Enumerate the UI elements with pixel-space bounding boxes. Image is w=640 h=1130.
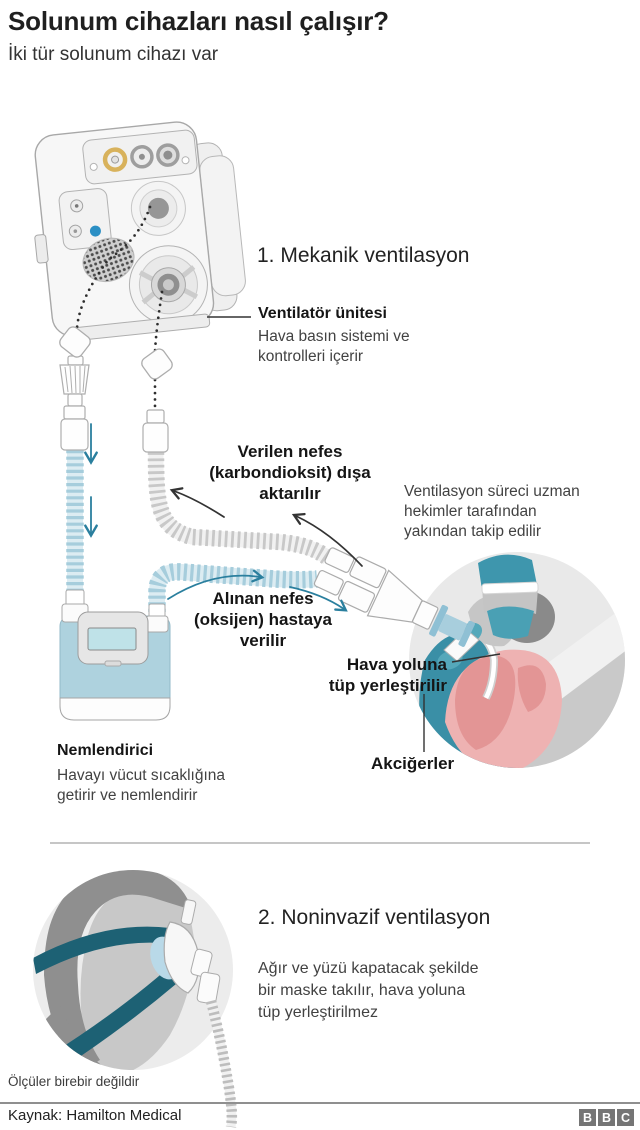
power-dot-icon <box>89 225 101 237</box>
humidifier-screen <box>87 627 137 651</box>
bbc-logo-letter: B <box>598 1109 615 1126</box>
breathing-circuit-tubes <box>66 450 334 612</box>
mask-illustration <box>33 870 238 1128</box>
exhale-label: Verilen nefes (karbondioksit) dışa aktar… <box>209 442 371 504</box>
lungs-label: Akciğerler <box>371 754 455 773</box>
airway-label: Hava yoluna tüp yerleştirilir <box>328 655 447 696</box>
bbc-logo-letter: C <box>617 1109 634 1126</box>
bbc-logo: B B C <box>579 1109 634 1126</box>
section1-heading: 1. Mekanik ventilasyon <box>257 244 470 267</box>
exhale-arrow-icon-left <box>169 487 225 518</box>
nose-mask-shape <box>163 921 200 994</box>
elbow-connectors <box>59 326 173 380</box>
page-title: Solunum cihazları nasıl çalışır? <box>8 6 389 36</box>
doctor-cap-shape <box>478 554 538 590</box>
section2-desc: Ağır ve yüzü kapatacak şekilde bir maske… <box>258 960 479 1022</box>
dotted-connection-lines <box>75 205 164 412</box>
section-divider <box>50 842 590 844</box>
patient-illustration <box>409 552 625 768</box>
source-credit: Kaynak: Hamilton Medical <box>8 1107 182 1124</box>
monitoring-note: Ventilasyon süreci uzman hekimler tarafı… <box>404 483 580 541</box>
humidifier-illustration <box>59 589 171 721</box>
section2-heading: 2. Noninvazif ventilasyon <box>258 906 491 929</box>
inhale-arrow-icon-left <box>167 569 265 600</box>
hair-shape <box>44 870 192 1070</box>
inhale-label: Alınan nefes (oksijen) hastaya verilir <box>194 589 332 651</box>
mask-tube-shape <box>205 999 238 1128</box>
bbc-logo-letter: B <box>579 1109 596 1126</box>
humidifier-desc: Havayı vücut sıcaklığına getirir ve neml… <box>57 767 225 805</box>
lung-shape <box>455 656 516 750</box>
ventilator-desc: Hava basın sistemi ve kontrolleri içerir <box>258 328 410 366</box>
y-piece-connector <box>313 547 475 647</box>
label-leader-lines <box>207 316 501 752</box>
page-subtitle: İki tür solunum cihazı var <box>8 44 219 65</box>
inhale-arrow-icon-right <box>289 586 348 612</box>
tube-connectors <box>142 409 169 453</box>
mask-strap-lower <box>50 970 176 1070</box>
scale-footnote: Ölçüler birebir değildir <box>8 1074 140 1089</box>
flow-arrows <box>84 423 363 612</box>
face-mask-shape <box>487 606 534 639</box>
humidifier-label: Nemlendirici <box>57 742 154 759</box>
exhale-arrow-icon-right <box>291 512 363 567</box>
mask-strap-upper <box>33 926 172 974</box>
ventilator-label: Ventilatör ünitesi <box>258 305 387 322</box>
bacteria-filter-icon <box>59 355 90 451</box>
handle-icon <box>34 234 49 264</box>
ventilator-unit-illustration <box>34 121 246 342</box>
footer-divider <box>0 1102 640 1104</box>
goggles-shape <box>481 581 539 595</box>
